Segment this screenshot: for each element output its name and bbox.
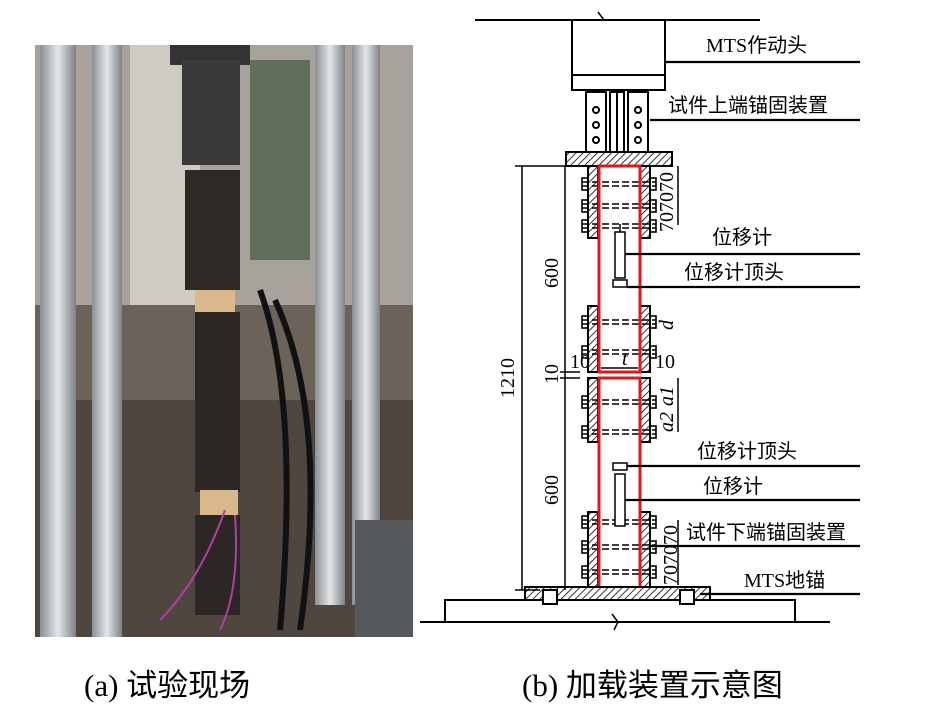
label-mts-actuator: MTS作动头 [706, 34, 807, 57]
label-lower-anchor: 试件下端锚固装置 [686, 521, 846, 544]
dim-bolt-spacing-upper: 707070 [656, 172, 678, 232]
mts-actuator [571, 19, 666, 91]
upper-anchor-device [585, 91, 649, 153]
dim-a2: a2 [656, 412, 678, 432]
specimen-upper [597, 164, 642, 374]
label-ground-anchor: MTS地锚 [744, 569, 825, 592]
dim-bolt-spacing-lower: 707070 [660, 525, 682, 585]
diagram-caption: (b) 加载装置示意图 [522, 668, 783, 703]
dim-right-clear: 10 [655, 351, 675, 373]
label-upper-anchor: 试件上端锚固装置 [668, 94, 828, 117]
diagram-labels: MTS作动头 试件上端锚固装置 位移计 位移计顶头 位移计顶头 位移计 试件下端… [497, 34, 846, 592]
dim-lower: 600 [541, 475, 563, 505]
label-lvdt-tip-upper: 位移计顶头 [684, 261, 784, 284]
dim-diameter: d [656, 319, 678, 330]
dim-thickness: t [622, 348, 628, 370]
dim-gap: 10 [541, 364, 563, 384]
photo-caption: (a) 试验现场 [84, 668, 251, 703]
dim-total: 1210 [497, 358, 519, 398]
dim-left-clear: 10 [570, 351, 590, 373]
dim-a1: a1 [656, 386, 678, 406]
lvdt-upper [612, 224, 628, 288]
label-lvdt-lower: 位移计 [703, 475, 763, 498]
test-site-photo [35, 45, 413, 637]
dim-upper: 600 [541, 258, 563, 288]
loading-setup-diagram [420, 11, 860, 631]
label-lvdt-upper: 位移计 [712, 226, 772, 249]
lvdt-lower [612, 462, 628, 527]
label-lvdt-tip-lower: 位移计顶头 [697, 440, 797, 463]
